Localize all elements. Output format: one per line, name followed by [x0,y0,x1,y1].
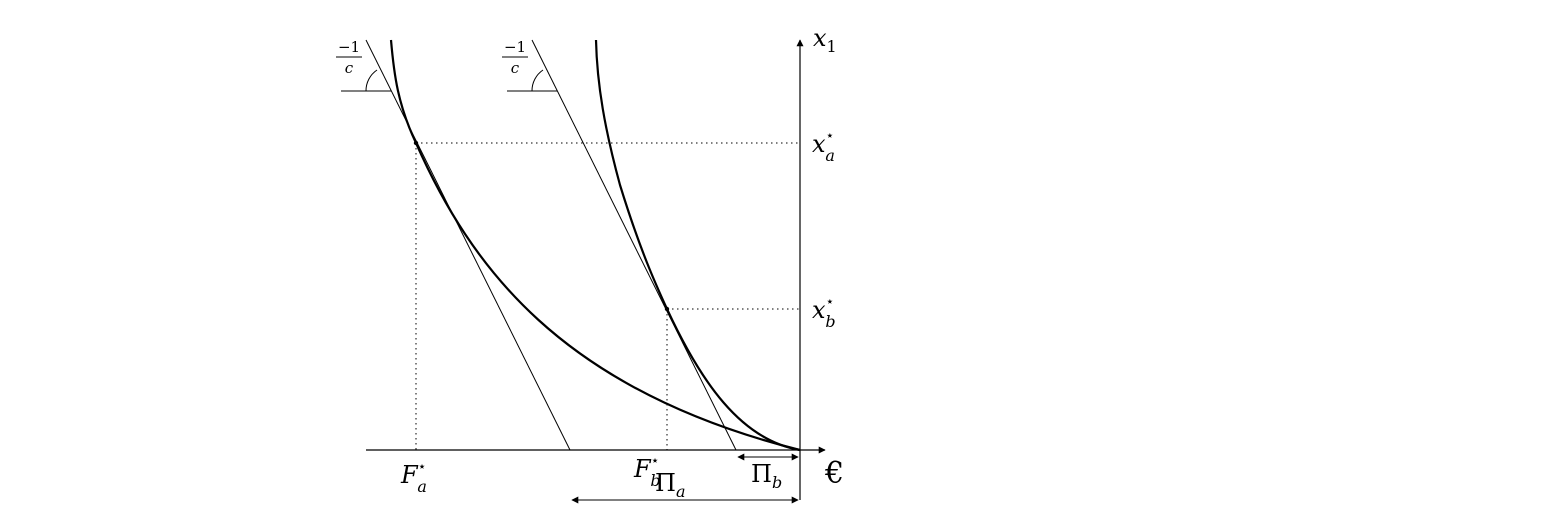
svg-text:c: c [345,59,354,77]
tangent-point-b [664,306,670,312]
tangent-line-b [531,39,737,451]
label-Pb: Πb [751,460,782,492]
svg-text:−1: −1 [338,38,360,56]
label-Fa: F⋆a [400,459,427,496]
cost-curve-a [389,39,801,452]
label-xa: x⋆a [812,128,835,165]
vertical-axis-label: x1 [813,24,837,56]
label-xb: x⋆b [812,294,836,331]
cost-curve-b [594,39,801,452]
euro-axis-label: € [824,456,844,491]
svg-text:c: c [511,59,520,77]
slope-indicator-b: −1 c [502,38,557,92]
label-Fb: F⋆b [633,453,661,490]
label-Pa: Πa [655,469,685,501]
tangent-point-a [413,140,419,146]
slope-indicator-a: −1 c [336,38,391,92]
svg-text:−1: −1 [504,38,526,56]
tangent-line-a [365,39,571,451]
